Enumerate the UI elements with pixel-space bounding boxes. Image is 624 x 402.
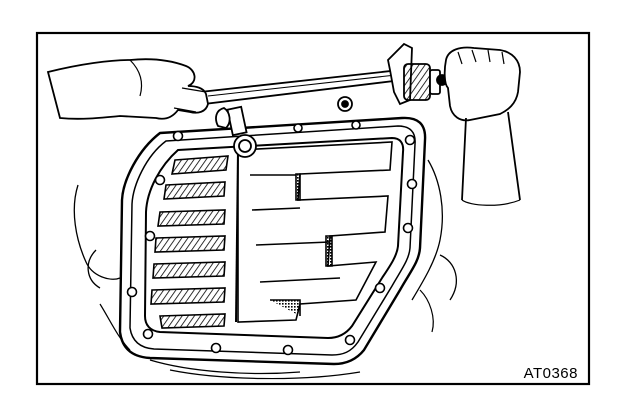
bolt-icon	[154, 174, 166, 186]
bolt-icon	[351, 120, 361, 130]
bolt-icon	[210, 342, 222, 354]
bolt-icon	[344, 334, 356, 346]
bolt-icon	[142, 328, 154, 340]
bolt-icon	[293, 123, 303, 133]
bolt-icon	[404, 134, 416, 146]
right-hand-icon	[443, 46, 521, 206]
flange-bolts	[126, 120, 418, 356]
underbody-contours	[99, 289, 434, 380]
bolt-icon	[144, 230, 156, 242]
figure-code-label: AT0368	[521, 365, 580, 382]
oil-pan-right-section	[235, 141, 393, 323]
bolt-icon	[406, 178, 418, 190]
bolt-icon	[282, 344, 294, 356]
wrench-icon	[198, 42, 448, 112]
bolt-icon	[172, 130, 184, 142]
transmission-background	[73, 159, 457, 375]
bolt-icon	[374, 282, 386, 294]
bolt-icon	[126, 286, 138, 298]
figure-frame	[35, 31, 591, 386]
left-hand-icon	[46, 58, 231, 129]
oil-pan-ribs	[150, 155, 229, 329]
bolt-icon	[402, 222, 414, 234]
socket-on-bolt	[226, 105, 257, 158]
